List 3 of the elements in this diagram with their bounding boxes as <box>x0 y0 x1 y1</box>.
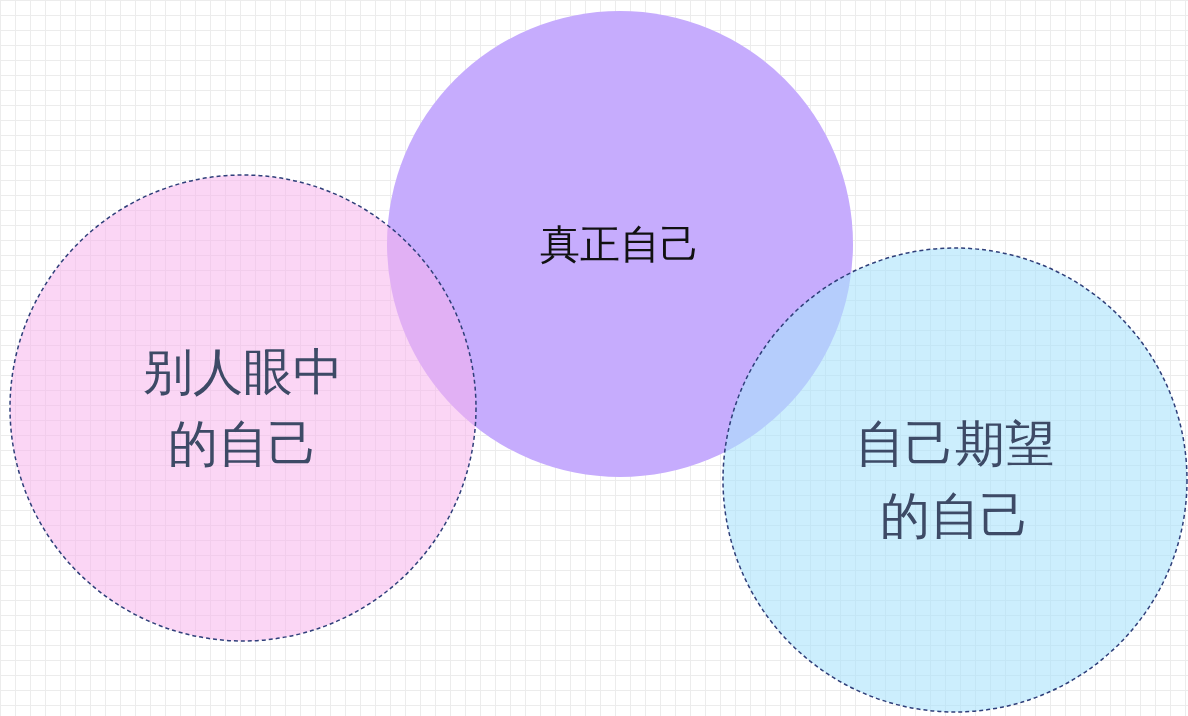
circle-label: 真正自己 <box>539 220 701 269</box>
circle-label: 别人眼中的自己 <box>142 341 344 475</box>
circle-label: 自己期望的自己 <box>854 413 1056 547</box>
